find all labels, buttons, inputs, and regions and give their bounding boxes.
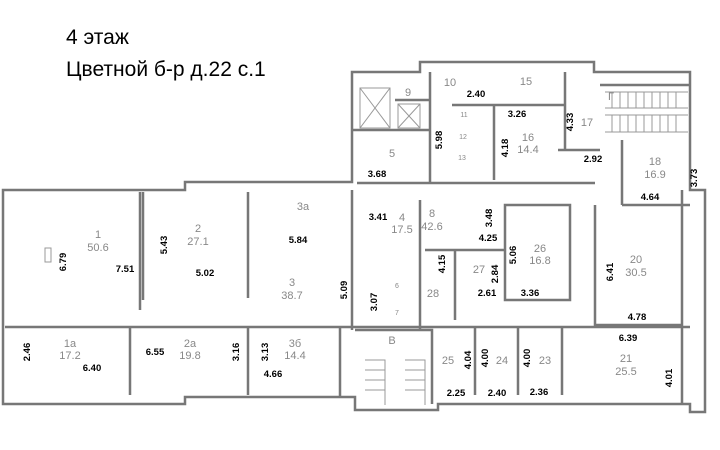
room-17-number: 17 [581,117,593,129]
dim: 5.02 [196,268,215,279]
room-26-number: 26 [534,243,546,255]
room-2a-area: 19.8 [179,350,200,362]
dim: 4.00 [480,349,491,368]
dim: 3.16 [231,343,242,362]
room-1a-area: 17.2 [59,350,80,362]
room-18-area: 16.9 [644,169,665,181]
dim: 4.18 [500,139,511,158]
dim: 2.46 [22,343,33,362]
dim: 4.00 [522,349,533,368]
room-3a-number: 3а [297,201,310,213]
dim: 2.40 [488,388,507,399]
room-5-number: 5 [389,148,395,160]
room-21-area: 25.5 [615,366,636,378]
dimensions: 6.79 7.51 5.43 5.02 5.84 5.09 2.46 6.40 … [22,89,700,399]
room-8-number: 8 [429,208,435,220]
room-8-area: 42.6 [421,221,442,233]
room-13-number: 13 [458,155,466,162]
dim: 4.64 [641,192,660,203]
room-4-number: 4 [399,212,405,224]
dim: 4.33 [565,113,576,132]
stair-v-label: В [388,335,395,347]
room-6-number: 6 [395,283,399,290]
room-1a-number: 1а [64,338,77,350]
room-4-area: 17.5 [391,224,412,236]
room-27-number: 27 [473,264,485,276]
room-28-number: 28 [427,288,439,300]
dim: 3.26 [508,109,527,120]
room-20-area: 30.5 [625,267,646,279]
dim: 4.04 [463,350,474,369]
room-1-area: 50.6 [87,242,108,254]
dim: 4.66 [264,369,283,380]
dim: 5.43 [159,236,170,255]
walls [1,60,707,414]
dim: 7.51 [116,264,135,275]
room-26-area: 16.8 [529,255,550,267]
dim: 6.39 [619,333,638,344]
room-1-number: 1 [95,229,101,241]
dim: 3.13 [260,343,271,362]
dim: 4.25 [479,233,498,244]
dim: 6.40 [83,363,102,374]
room-23-number: 23 [539,355,551,367]
dim: 4.15 [437,254,448,273]
dim: 5.84 [289,235,308,246]
room-2-area: 27.1 [187,236,208,248]
room-12-number: 12 [459,134,467,141]
stair-g-label: Г [608,91,614,103]
room-3b-area: 14.4 [284,350,305,362]
room-21-number: 21 [620,353,632,365]
dim: 6.79 [58,253,69,272]
room-2a-number: 2а [184,338,197,350]
dim: 5.09 [339,281,350,300]
room-3-area: 38.7 [281,290,302,302]
room-3b-number: 3б [289,338,301,350]
dim: 4.78 [628,312,647,323]
room-25-number: 25 [442,355,454,367]
dim: 5.98 [434,131,445,150]
dim: 6.41 [605,262,616,281]
room-labels: 1 50.6 2 27.1 3 38.7 3а 1а 17.2 2а 19.8 … [59,76,665,378]
dim: 6.55 [146,347,165,358]
room-2-number: 2 [195,223,201,235]
dim: 2.92 [584,154,603,165]
room-16-area: 14.4 [517,144,538,156]
dim: 2.36 [530,387,549,398]
room-10-number: 10 [444,77,456,89]
room-15-number: 15 [520,76,532,88]
dim: 2.61 [478,288,497,299]
room-3-number: 3 [289,277,295,289]
dim: 3.73 [689,169,700,188]
fixtures [44,87,688,405]
room-16-number: 16 [522,132,534,144]
room-18-number: 18 [649,156,661,168]
room-7-number: 7 [395,310,399,317]
dim: 3.68 [368,169,387,180]
dim: 3.07 [369,293,380,312]
dim: 2.40 [467,89,486,100]
room-9-number: 9 [405,87,411,99]
dim: 4.01 [664,368,675,387]
dim: 3.48 [484,209,495,228]
dim: 5.06 [508,246,519,265]
address-title: Цветной б-р д.22 с.1 [66,58,266,81]
dim: 3.36 [521,288,540,299]
room-11-number: 11 [460,112,467,119]
floor-title: 4 этаж [66,26,129,49]
room-24-number: 24 [496,355,508,367]
room-20-number: 20 [630,254,642,266]
dim: 2.84 [490,264,501,283]
dim: 3.41 [369,212,388,223]
dim: 2.25 [447,388,466,399]
